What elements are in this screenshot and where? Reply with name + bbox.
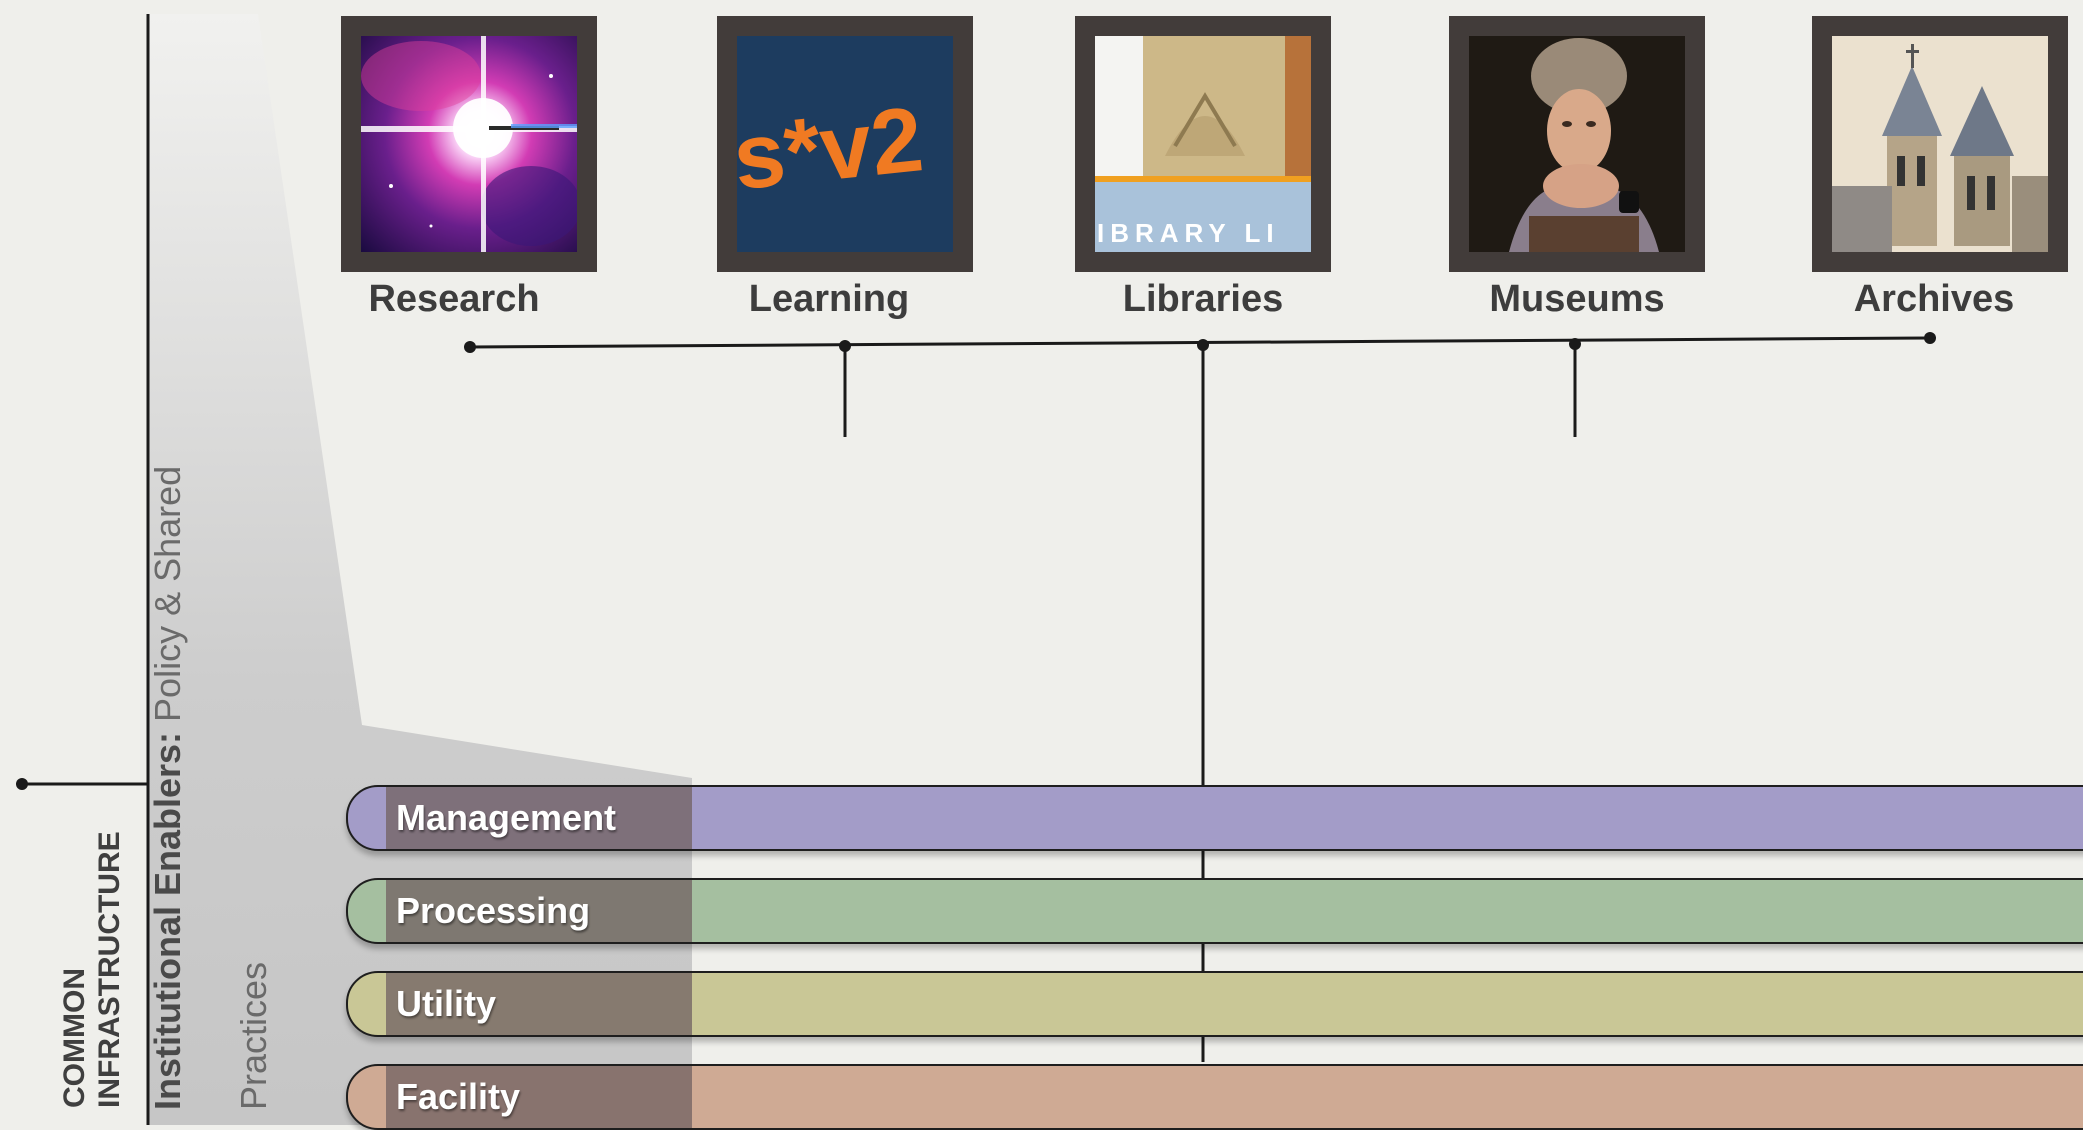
layer-label-utility: Utility [386,973,692,1035]
library-building-image: IBRARY LI [1095,36,1311,252]
enablers-label-rest: Policy & Shared [147,465,188,732]
institutional-enablers-label: Institutional Enablers: Policy & Shared [147,465,188,1110]
layer-band-management: Management [346,785,2083,851]
category-label-learning: Learning [748,278,910,320]
category-label-archives: Archives [1853,278,2015,320]
learning-image-frame: s*v2 [717,16,973,272]
layer-band-processing: Processing [346,878,2083,944]
portrait-painting-image [1469,36,1685,252]
category-label-libraries: Libraries [1122,278,1284,320]
category-label-research: Research [368,278,540,320]
layer-label-facility: Facility [386,1066,692,1128]
library-sign-text: IBRARY LI [1097,218,1280,248]
infrastructure-label-line1: COMMON [58,968,91,1108]
logo-text: s*v2 [737,88,928,209]
layer-band-utility: Utility [346,971,2083,1037]
enablers-label-bold: Institutional Enablers: [147,731,188,1110]
s-star-v2-logo-image: s*v2 [737,36,953,252]
practices-label: Practices [233,961,274,1110]
category-label-museums: Museums [1489,278,1665,320]
nebula-star-image [361,36,577,252]
gothic-church-towers-image [1832,36,2048,252]
libraries-image-frame: IBRARY LI [1075,16,1331,272]
layer-label-management: Management [386,787,692,849]
layer-band-facility: Facility [346,1064,2083,1130]
common-infrastructure-label: COMMON INFRASTRUCTURE [58,831,127,1108]
museums-image-frame [1449,16,1705,272]
archives-image-frame [1812,16,2068,272]
infrastructure-label-line2: INFRASTRUCTURE [92,831,126,1108]
layer-label-processing: Processing [386,880,692,942]
research-image-frame [341,16,597,272]
